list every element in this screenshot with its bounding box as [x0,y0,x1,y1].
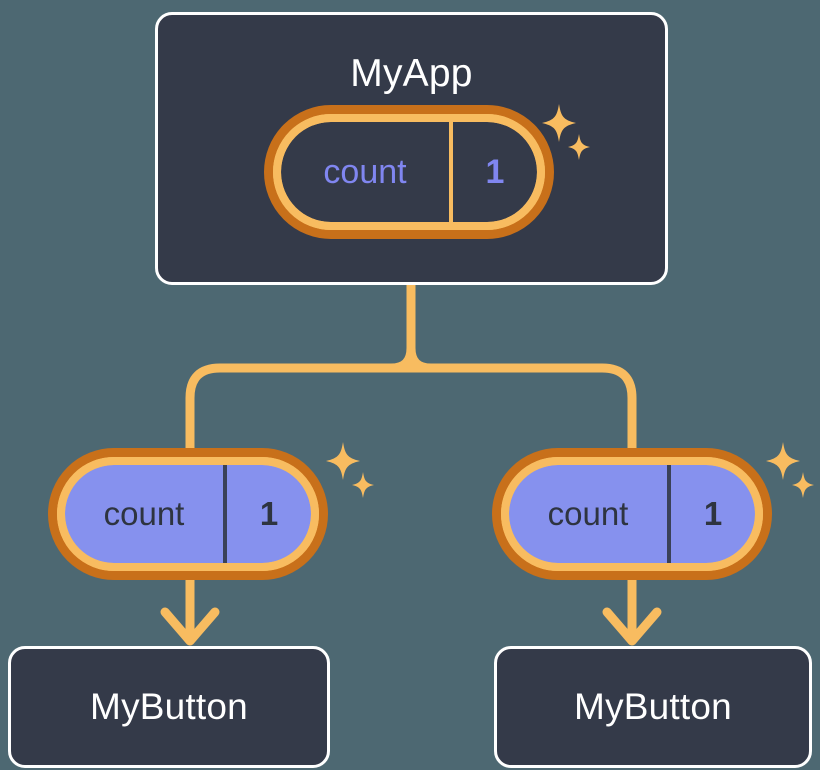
prop-pill-left-value: 1 [259,495,279,532]
state-pill-myapp-key: count [281,122,453,222]
prop-pill-left-key: count [65,465,227,563]
prop-pill-right[interactable]: count 1 [492,448,772,580]
prop-pill-left-ring: count 1 [57,457,319,571]
state-pill-myapp-body: count 1 [281,122,537,222]
node-myapp-title: MyApp [350,52,473,95]
tree-branch-connector [185,280,637,453]
prop-pill-left-body: count 1 [65,465,311,563]
state-pill-myapp[interactable]: count 1 [264,105,554,239]
prop-pill-right-key: count [509,465,671,563]
node-mybutton-right-title: MyButton [574,686,732,727]
node-mybutton-right-card[interactable]: MyButton [494,646,812,768]
prop-pill-right-body: count 1 [509,465,755,563]
arrow-down-right-head [602,607,662,646]
node-mybutton-left-card[interactable]: MyButton [8,646,330,768]
arrow-down-left-head [160,607,220,646]
state-pill-myapp-ring: count 1 [273,114,545,230]
prop-pill-right-value: 1 [703,495,723,532]
state-pill-myapp-value: 1 [485,152,505,191]
prop-pill-left[interactable]: count 1 [48,448,328,580]
prop-pill-right-ring: count 1 [501,457,763,571]
node-mybutton-left-title: MyButton [90,686,248,727]
